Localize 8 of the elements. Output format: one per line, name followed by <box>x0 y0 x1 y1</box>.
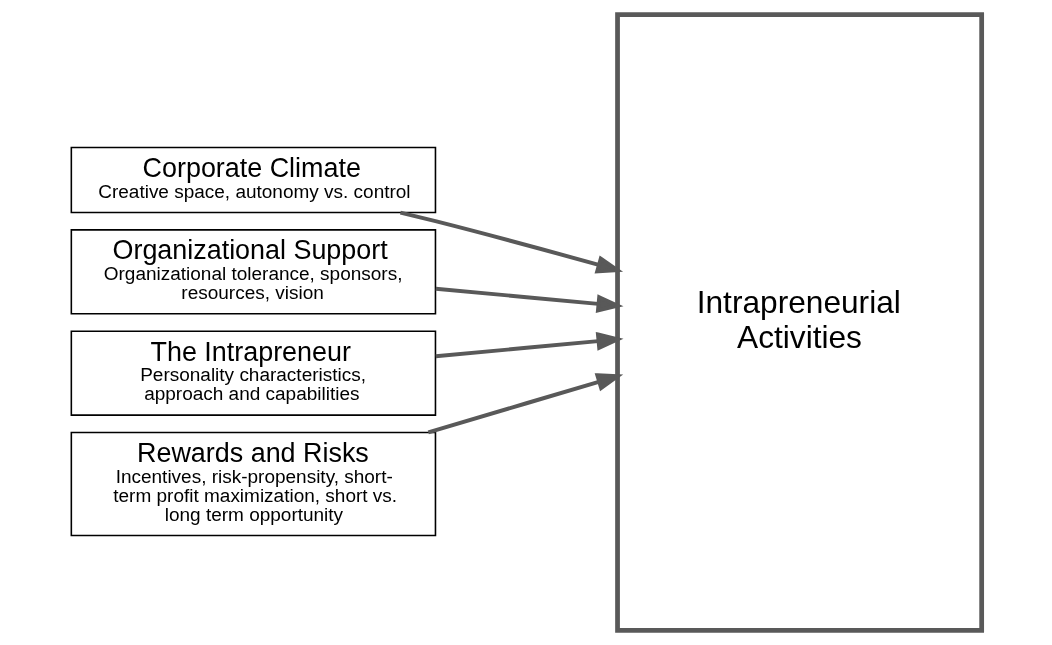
node-box: Corporate Climate Creative space, autonomy vs. control <box>70 146 436 214</box>
node-box: Organizational Support Organizational tolerance, sponsors, resources, vision <box>70 229 436 315</box>
arrow <box>427 373 623 435</box>
arrow <box>435 286 623 314</box>
node-box: The Intrapreneur Personality characteristics, approach and capabilities <box>70 330 436 416</box>
node-box: Rewards and Risks Incentives, risk-propensity, short-term profit maximization, short vs. long term opportunity <box>70 431 436 537</box>
node-box: Intrapreneurial Activities <box>614 12 984 633</box>
arrow <box>435 331 623 359</box>
